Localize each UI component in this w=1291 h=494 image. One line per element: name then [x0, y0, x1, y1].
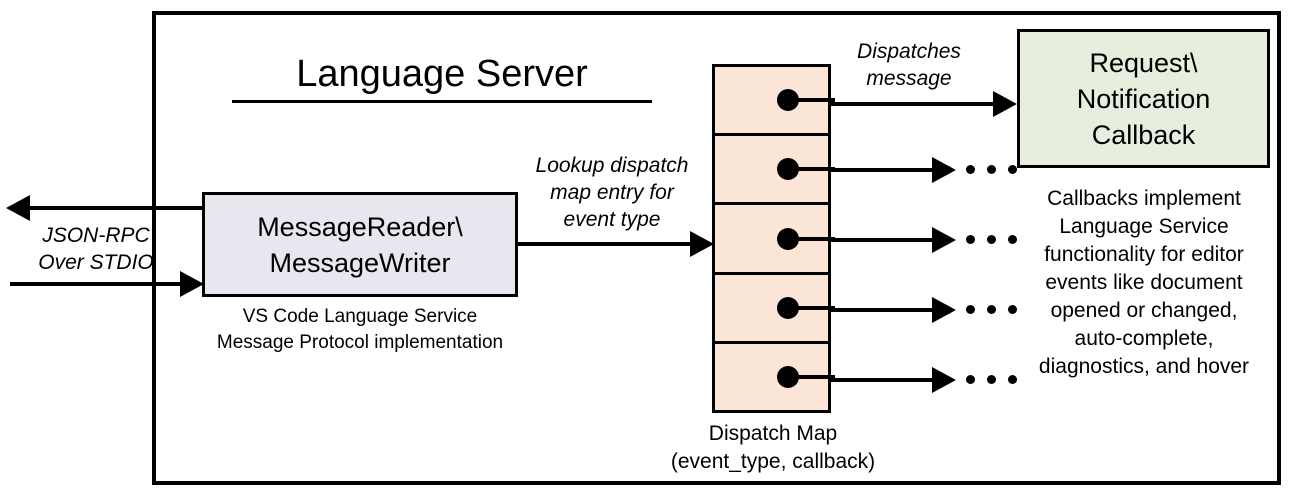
callback-dot-icon [777, 158, 799, 181]
callback-description: Callbacks implement Language Service fun… [1038, 187, 1250, 378]
callback-dot-icon [777, 227, 799, 250]
dispatch-row2-line [831, 168, 935, 172]
jsonrpc-outbound-arrowhead [6, 195, 30, 221]
dispatch-row3-arrowhead [932, 227, 956, 253]
dispatch-row4-ellipsis [966, 305, 1017, 314]
message-reader-writer-caption: VS Code Language Service Message Protoco… [216, 306, 504, 353]
callback-dot-stub [793, 167, 835, 172]
dispatch-row4-line [831, 308, 935, 312]
dispatch-row1-arrowhead [993, 91, 1017, 117]
jsonrpc-outbound-line [28, 206, 204, 210]
page-title: Language Server [232, 50, 652, 103]
dispatch-row2-arrowhead [932, 157, 956, 183]
dispatch-row2-ellipsis [966, 165, 1017, 174]
callback-dot-stub [793, 98, 835, 103]
dispatches-message-label: Dispatches message [857, 40, 961, 90]
callback-dot-stub [793, 374, 835, 379]
callback-dot-icon [777, 365, 799, 388]
dispatch-row4-arrowhead [932, 297, 956, 323]
callback-dot-icon [777, 296, 799, 319]
language-server-boundary [152, 11, 1281, 485]
request-notification-callback-label: Request\ Notification Callback [1076, 47, 1211, 150]
message-reader-writer-box[interactable]: MessageReader\ MessageWriter [202, 192, 518, 297]
jsonrpc-inbound-arrowhead [180, 271, 204, 297]
dispatch-map-row[interactable] [715, 136, 835, 206]
dispatch-map-row[interactable] [715, 344, 835, 410]
message-reader-writer-label: MessageReader\ MessageWriter [257, 211, 463, 278]
jsonrpc-label: JSON-RPC Over STDIO [38, 224, 154, 274]
dispatch-row5-ellipsis [966, 375, 1017, 384]
dispatch-row5-line [831, 378, 935, 382]
lookup-arrow-line [518, 242, 694, 246]
dispatch-row3-ellipsis [966, 235, 1017, 244]
dispatch-map-caption: Dispatch Map (event_type, callback) [670, 422, 876, 473]
callback-dot-icon [777, 89, 799, 112]
dispatch-row3-line [831, 238, 935, 242]
lookup-arrow-head [690, 231, 714, 257]
callback-dot-stub [793, 236, 835, 241]
jsonrpc-inbound-line [10, 282, 182, 286]
dispatch-row5-arrowhead [932, 367, 956, 393]
dispatch-map-row[interactable] [715, 67, 835, 137]
dispatch-map-row[interactable] [715, 205, 835, 275]
dispatch-row1-line [831, 102, 996, 106]
request-notification-callback-box[interactable]: Request\ Notification Callback [1017, 29, 1270, 168]
lookup-label: Lookup dispatch map entry for event type [535, 154, 689, 231]
callback-dot-stub [793, 305, 835, 310]
dispatch-map-table[interactable] [712, 64, 835, 413]
dispatch-map-row[interactable] [715, 275, 835, 344]
